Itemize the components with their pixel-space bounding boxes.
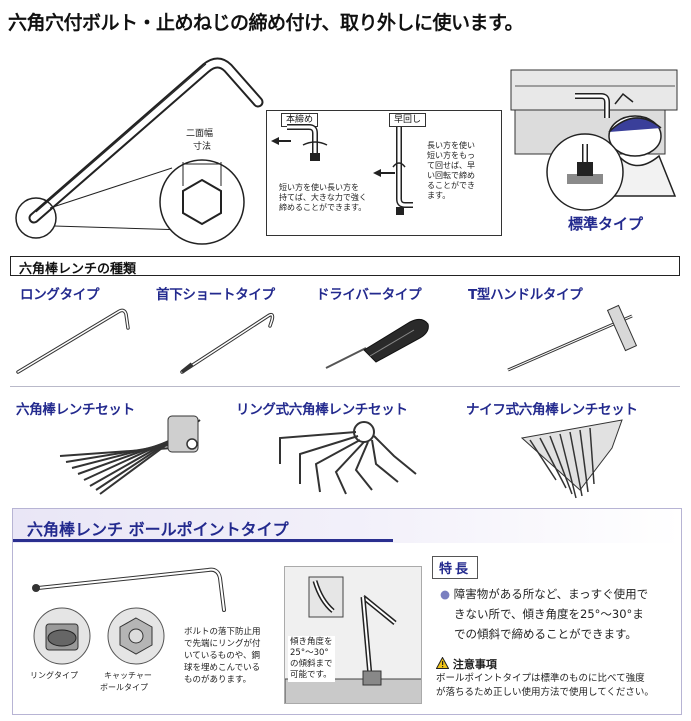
standard-type-label: 標準タイプ [568,215,644,233]
caution-line-1: ボールポイントタイプは標準のものに比べて強度 [436,673,645,684]
types-row2-illustrations [59,415,623,499]
hex-wrench-illustration [15,57,264,245]
feature-line-2: きない所で、傾き角度を25°～30°ま [454,607,644,621]
types-section-bar: 六角棒レンチの種類 [10,256,680,277]
page-headline: 六角穴付ボルト・止めねじの締め付け、取り外しに使います。 [8,12,524,34]
caution-text: ボールポイントタイプは標準のものに比べて強度 が落ちるため正しい使用方法で使用し… [436,672,684,700]
caution-line-2: が落ちるため正しい使用方法で使用してください。 [436,687,654,698]
quick-desc-4: い回転で締め [427,171,475,180]
dimension-label-1: 二面幅 [186,129,214,139]
type-ring-set: リング式六角棒レンチセット [236,402,408,418]
ball-point-header: 六角棒レンチ ボールポイントタイプ [13,509,681,543]
catcher-type-label-1: キャッチャー [104,671,152,680]
tighten-desc-3: 締めることができます。 [279,203,367,212]
drop-prevention-text: ボルトの落下防止用 で先端にリングが付 いているものや、鋼 球を埋めこんでいる … [184,626,261,686]
feature-bullet-icon: ● [440,587,451,601]
tighten-desc-2: 持てば、大きな力で強く [279,193,367,202]
tilt-note: 傾き角度を 25°～30° の傾斜まで 可能です。 [288,636,335,682]
quick-desc-5: ることができ [427,181,475,190]
quick-desc-6: ます。 [427,191,451,200]
drop-prevention-line-5: ものがあります。 [184,675,252,685]
types-row1-illustrations [16,304,638,374]
ball-wrench-illustration [32,567,226,665]
quick-desc-1: 長い方を使い [427,141,475,150]
usage-diagram [271,124,413,215]
type-t-handle: T型ハンドルタイプ [468,287,583,303]
drop-prevention-line-1: ボルトの落下防止用 [184,627,261,637]
dimension-label-2: 寸法 [193,142,212,152]
catcher-type-label-2: ボールタイプ [100,683,148,692]
quick-desc-2: 短い方をもっ [427,151,475,160]
warning-icon [435,656,450,669]
tighten-desc-1: 短い方を使い長い方を [279,183,359,192]
ring-type-label: リングタイプ [30,671,78,680]
type-driver: ドライバータイプ [316,287,422,303]
quick-tag: 早回し [389,113,427,127]
type-short-neck: 首下ショートタイプ [156,287,275,303]
feature-tag: 特長 [432,556,479,579]
tilt-note-line-2: 25°～30° [290,648,329,658]
tilt-note-line-4: 可能です。 [290,670,332,680]
feature-text: ● 障害物がある所など、まっすぐ使用で きない所で、傾き角度を25°～30°ま … [440,584,676,644]
tilt-usage-photo [284,566,422,704]
tilt-note-line-1: 傾き角度を [290,637,333,647]
ball-point-underline [13,539,393,542]
feature-line-3: での傾斜で締めることができます。 [454,627,637,641]
quick-desc-3: て回せば、早 [427,161,475,170]
usage-box: 本締め 早回し 短い方を使い長い方を 持てば、大きな力で強く 締めることができま… [266,110,502,236]
type-wrench-set: 六角棒レンチセット [16,402,135,418]
drop-prevention-line-2: で先端にリングが付 [184,639,261,649]
drop-prevention-line-3: いているものや、鋼 [184,651,260,661]
tilt-note-line-3: の傾斜まで [290,659,333,669]
types-section-title: 六角棒レンチの種類 [19,262,137,277]
caution-title: 注意事項 [452,658,497,671]
feature-line-1: 障害物がある所など、まっすぐ使用で [453,587,649,601]
type-knife-set: ナイフ式六角棒レンチセット [466,402,638,418]
types-divider [10,386,680,387]
ball-point-title: 六角棒レンチ ボールポイントタイプ [27,520,289,539]
type-long: ロングタイプ [20,287,100,303]
drop-prevention-line-4: 球を埋めこんでいる [184,663,261,673]
worker-illustration [510,69,678,211]
caution-heading: 注意事項 [435,656,497,672]
